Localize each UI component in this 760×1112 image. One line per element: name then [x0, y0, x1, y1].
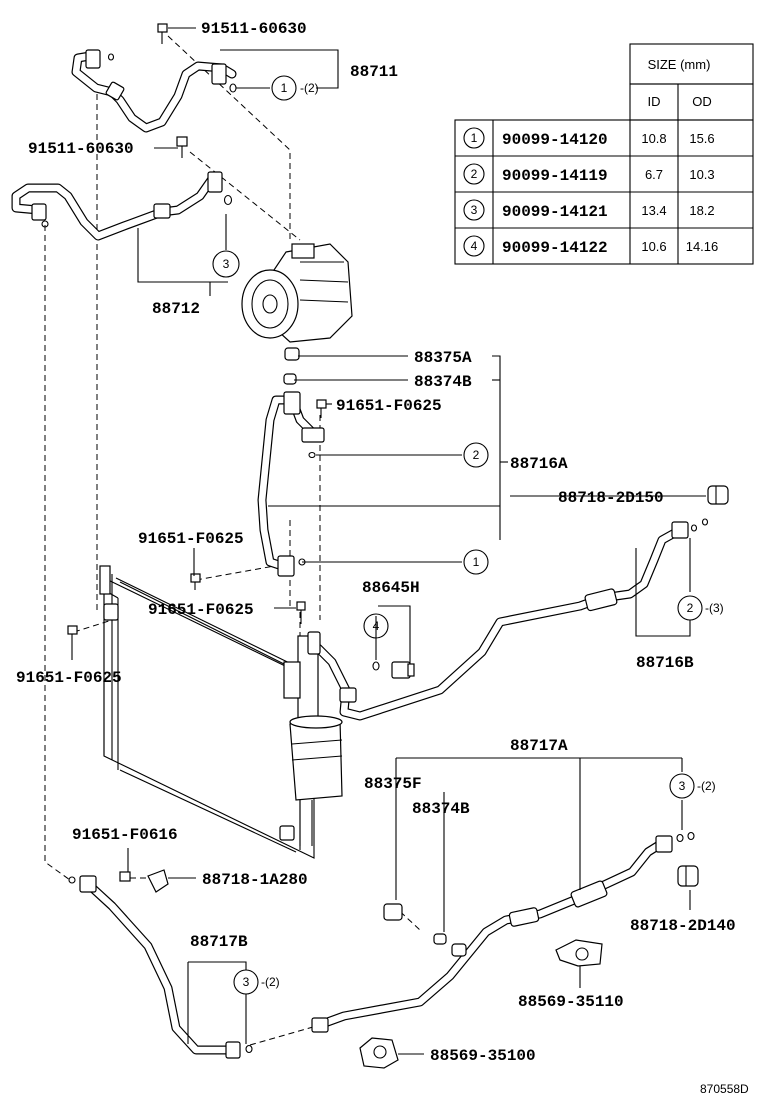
clamp-icon — [147, 869, 169, 893]
label-assy-88717A: 88717A — [510, 737, 568, 755]
label-part-88718-2D150: 88718-2D150 — [558, 489, 664, 507]
table-row-number: 1 — [471, 131, 478, 145]
label-part-88375F: 88375F — [364, 775, 422, 793]
callout-number: 2 — [687, 601, 694, 615]
callout-quantity: -(3) — [705, 601, 724, 615]
cap-icon — [383, 903, 403, 921]
callout-quantity: -(2) — [697, 779, 716, 793]
label-part-88569-35110: 88569-35110 — [518, 993, 624, 1011]
table-row-od: 18.2 — [689, 203, 714, 218]
label-assy-88712: 88712 — [152, 300, 200, 318]
bolt-icon — [67, 625, 78, 640]
bolt-icon — [157, 23, 168, 44]
o-ring-size-table: SIZE (mm) ID OD 1 90099-14120 10.8 15.6 … — [454, 43, 754, 265]
bolt-icon — [296, 601, 306, 624]
bolt-icon — [190, 573, 201, 590]
callout-number: 3 — [223, 257, 230, 271]
table-row-id: 10.8 — [641, 131, 666, 146]
table-row: 1 90099-14120 10.8 15.6 — [463, 127, 715, 149]
pressure-switch-icon — [372, 661, 415, 679]
bracket-icon — [555, 939, 603, 967]
callout-circles: 1 -(2) 3 2 1 4 2 -(3) 3 -(2) 3 -(2) — [212, 75, 724, 995]
pipe-88716B — [313, 518, 709, 721]
table-row-number: 4 — [471, 239, 478, 253]
part-labels: 91511-60630 88711 91511-60630 88712 8837… — [16, 20, 749, 1096]
callout-number: 3 — [243, 975, 250, 989]
table-row-od: 14.16 — [686, 239, 719, 254]
label-bolt-91651-F0616: 91651-F0616 — [72, 826, 178, 844]
receiver-dryer-icon — [283, 631, 343, 846]
label-assy-88717B: 88717B — [190, 933, 248, 951]
label-bolt-91651-F0625: 91651-F0625 — [336, 397, 442, 415]
diagram-id: 870558D — [700, 1082, 749, 1096]
pipe-88716A — [257, 391, 325, 577]
dashed-connector-lines — [44, 35, 421, 1046]
cap-icon — [283, 373, 297, 385]
bolt-icon — [119, 871, 131, 882]
pipe-88717A — [311, 831, 695, 1033]
leader-lines — [71, 27, 706, 1055]
bracket-icon — [359, 1037, 399, 1069]
table-row: 4 90099-14122 10.6 14.16 — [463, 235, 719, 257]
table-row-number: 2 — [471, 167, 478, 181]
table-header-id: ID — [648, 94, 661, 109]
label-bolt-91651-F0625: 91651-F0625 — [138, 530, 244, 548]
label-part-88645H: 88645H — [362, 579, 420, 597]
label-assy-88716A: 88716A — [510, 455, 568, 473]
bolt-icon — [316, 399, 327, 418]
callout-number: 1 — [281, 81, 288, 95]
callout-number: 2 — [473, 448, 480, 462]
label-part-88375A: 88375A — [414, 349, 472, 367]
callout-number: 3 — [679, 779, 686, 793]
label-assy-88716B: 88716B — [636, 654, 694, 672]
callout-quantity: -(2) — [300, 81, 319, 95]
cap-icon — [451, 943, 467, 957]
label-part-88718-1A280: 88718-1A280 — [202, 871, 308, 889]
callout-number: 1 — [473, 555, 480, 569]
label-part-88374B: 88374B — [414, 373, 472, 391]
table-row: 3 90099-14121 13.4 18.2 — [463, 199, 715, 221]
table-row-part: 90099-14122 — [502, 239, 608, 257]
table-row-od: 10.3 — [689, 167, 714, 182]
clamp-icon — [707, 485, 729, 505]
label-bolt-91651-F0625: 91651-F0625 — [148, 601, 254, 619]
table-row-part: 90099-14121 — [502, 203, 608, 221]
table-row-part: 90099-14120 — [502, 131, 608, 149]
compressor-icon — [241, 243, 353, 343]
table-row-number: 3 — [471, 203, 478, 217]
label-bolt-91651-F0625: 91651-F0625 — [16, 669, 122, 687]
label-part-88718-2D140: 88718-2D140 — [630, 917, 736, 935]
hose-88717B — [68, 875, 253, 1059]
label-part-88374B: 88374B — [412, 800, 470, 818]
table-row-od: 15.6 — [689, 131, 714, 146]
cap-icon — [284, 347, 300, 361]
table-header-od: OD — [692, 94, 712, 109]
hose-88711 — [71, 49, 237, 133]
table-row: 2 90099-14119 6.7 10.3 — [463, 163, 715, 185]
table-row-part: 90099-14119 — [502, 167, 608, 185]
table-row-id: 13.4 — [641, 203, 666, 218]
cap-icon — [433, 933, 447, 945]
table-row-id: 6.7 — [645, 167, 663, 182]
callout-quantity: -(2) — [261, 975, 280, 989]
clamp-icon — [677, 865, 699, 887]
bolt-icon — [176, 136, 188, 158]
table-header-size: SIZE (mm) — [648, 57, 711, 72]
label-assy-88711: 88711 — [350, 63, 398, 81]
table-row-id: 10.6 — [641, 239, 666, 254]
callout-number: 4 — [373, 619, 380, 633]
label-bolt-91511-60630: 91511-60630 — [28, 140, 134, 158]
label-bolt-91511-60630: 91511-60630 — [201, 20, 307, 38]
hose-88712 — [11, 171, 233, 241]
label-part-88569-35100: 88569-35100 — [430, 1047, 536, 1065]
